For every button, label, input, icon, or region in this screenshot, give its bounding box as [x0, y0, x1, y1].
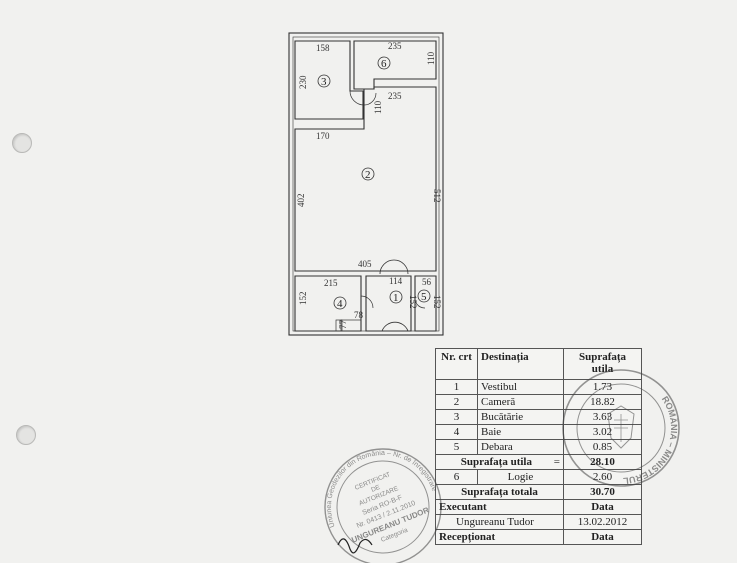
room-number-6: 6 [381, 58, 387, 70]
dim-label: 170 [316, 131, 330, 141]
dim-label: 230 [298, 75, 308, 89]
room-number-3: 3 [321, 76, 327, 88]
executant-label: Executant [435, 499, 564, 515]
row-nr: 1 [435, 379, 478, 395]
row-destinatia: Debara [477, 439, 564, 455]
room-number-4: 4 [337, 298, 343, 310]
util-total-row: Suprafața utila = 28.10 [435, 454, 642, 470]
executant-date: 13.02.2012 [563, 514, 642, 530]
svg-text:ROMÂNIA – MINISTERUL: ROMÂNIA – MINISTERUL [622, 394, 680, 486]
dim-label: 215 [324, 278, 338, 288]
authorization-stamp: Uniunea Geodezilor din România – Nr. de … [318, 445, 442, 563]
room-number-5: 5 [421, 291, 427, 303]
total-label: Suprafața totala [435, 484, 564, 500]
room-number-1: 1 [393, 292, 399, 304]
dim-label: 158 [316, 43, 330, 53]
row-suprafata: 2.60 [563, 469, 642, 485]
dim-label: 56 [422, 277, 432, 287]
ministry-seal: ROMÂNIA – MINISTERUL [562, 369, 680, 487]
dim-label: 152 [432, 295, 442, 309]
surface-table: Nr. crt Destinația Suprafața utila 1 Ves… [435, 348, 642, 545]
dim-label: 78 [354, 310, 364, 320]
row-destinatia: Vestibul [477, 379, 564, 395]
row-nr: 2 [435, 394, 478, 410]
receptionat-label: Recepționat [435, 529, 564, 545]
util-label: Suprafața utila = [435, 454, 564, 470]
stamp-line: DE [370, 484, 382, 494]
data-label-2: Data [563, 529, 642, 545]
util-label-text: Suprafața utila [460, 455, 532, 468]
executant-header-row: Executant Data [435, 499, 642, 515]
executant-row: Ungureanu Tudor 13.02.2012 [435, 514, 642, 530]
util-eq: = [553, 455, 560, 468]
seal-ring-text: ROMÂNIA – MINISTERUL [622, 394, 680, 486]
dim-label: 152 [298, 292, 308, 306]
coat-of-arms-icon [607, 405, 635, 449]
total-value: 30.70 [563, 484, 642, 500]
dim-label: 114 [389, 276, 403, 286]
row-nr: 3 [435, 409, 478, 425]
header-nr: Nr. crt [435, 348, 478, 380]
executant-name: Ungureanu Tudor [435, 514, 564, 530]
row-destinatia: Baie [477, 424, 564, 440]
table-row-logie: 6 Logie 2.60 [435, 469, 642, 485]
dim-label: 110 [426, 51, 436, 65]
receptionat-header-row: Recepționat Data [435, 529, 642, 545]
row-nr: 4 [435, 424, 478, 440]
data-label: Data [563, 499, 642, 515]
dim-label: 110 [373, 100, 383, 114]
dim-label: 235 [388, 91, 402, 101]
row-destinatia: Logie [477, 469, 564, 485]
dim-label: 235 [388, 41, 402, 51]
room-number-2: 2 [365, 169, 371, 181]
dim-label: 405 [358, 259, 372, 269]
row-destinatia: Bucătărie [477, 409, 564, 425]
dim-label: 77 [338, 320, 348, 330]
signature-mark [337, 538, 373, 554]
row-destinatia: Cameră [477, 394, 564, 410]
punch-hole-bottom [16, 425, 36, 445]
dim-label: 512 [432, 189, 442, 203]
table-header-row: Nr. crt Destinația Suprafața utila [435, 348, 642, 380]
header-destinatia: Destinația [477, 348, 564, 380]
header-suprafata: Suprafața utila [563, 348, 642, 380]
dim-label: 152 [408, 295, 418, 309]
punch-hole-top [12, 133, 32, 153]
dim-label: 402 [296, 194, 306, 208]
floor-plan: 158 235 110 230 110 235 170 512 402 405 … [288, 32, 444, 336]
